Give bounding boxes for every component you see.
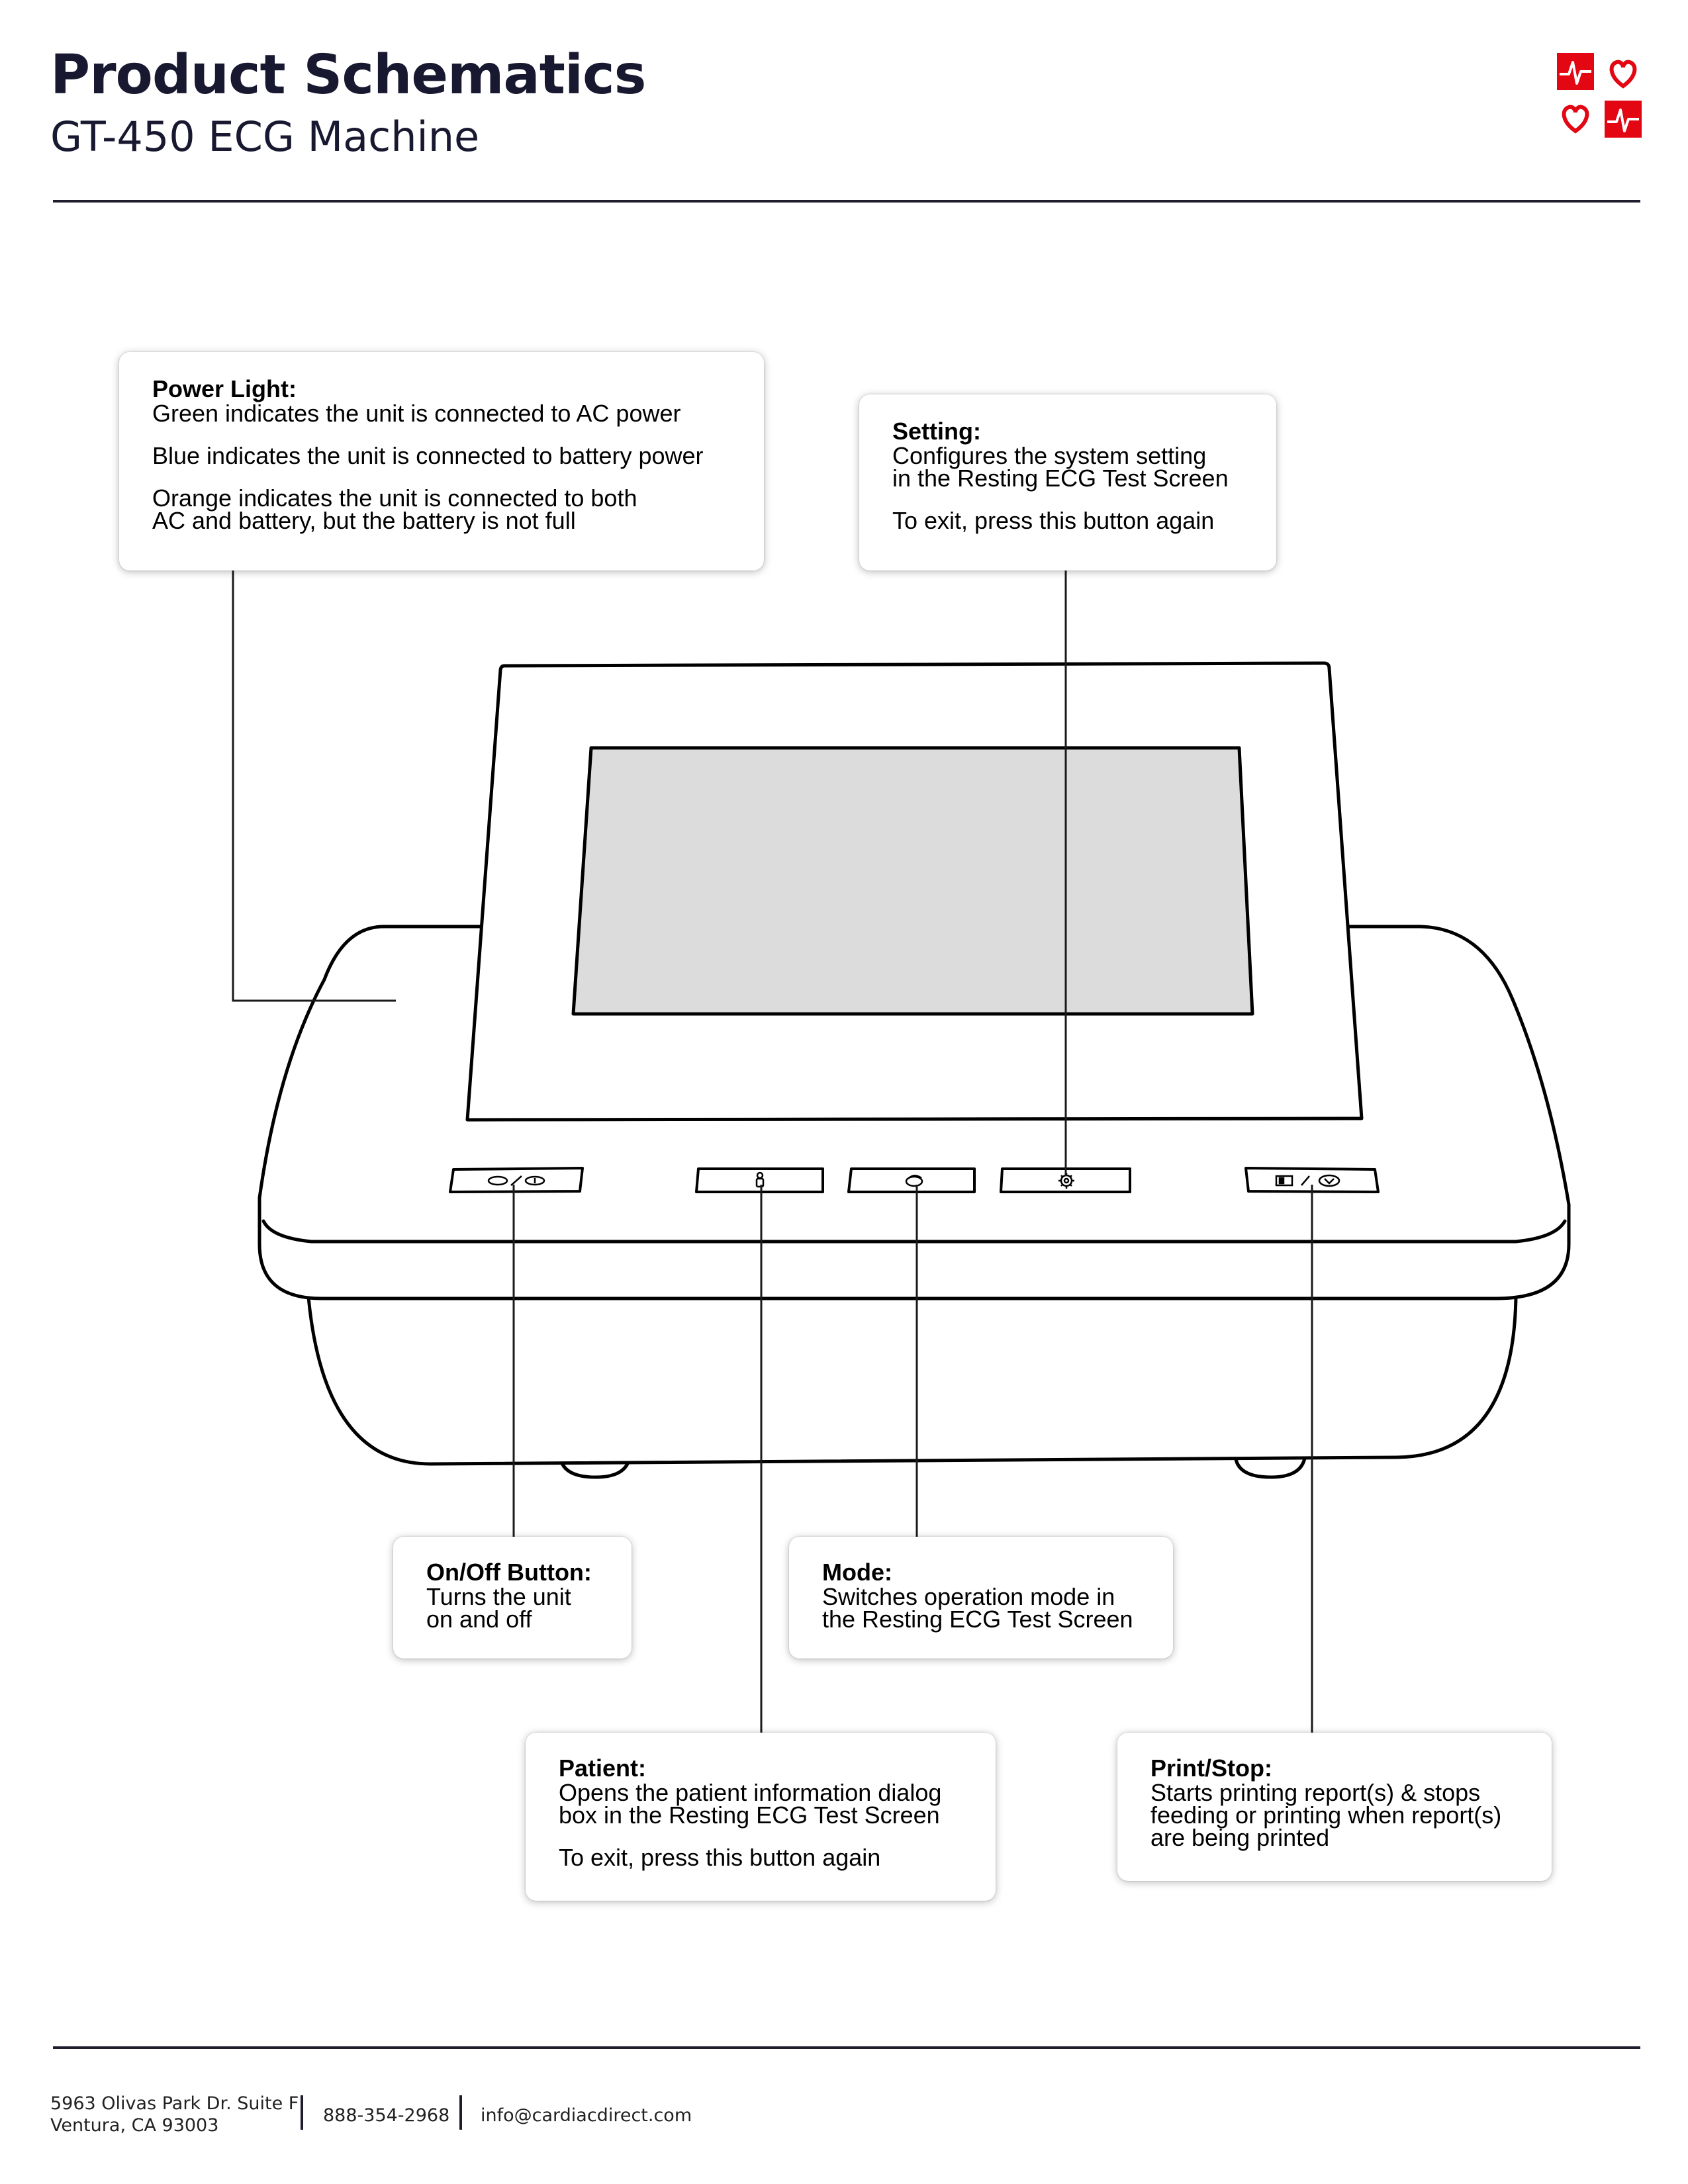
- footer-email-link[interactable]: info@cardiacdirect.com: [481, 2105, 692, 2126]
- callout-line: Orange indicates the unit is connected t…: [152, 484, 637, 512]
- power-toggle-icon: [487, 1175, 545, 1186]
- callout-line: To exit, press this button again: [559, 1844, 881, 1871]
- callout-setting: Setting: Configures the system setting i…: [859, 394, 1276, 570]
- callout-line: are being printed: [1150, 1824, 1330, 1851]
- person-icon: [755, 1171, 765, 1188]
- callout-print-stop: Print/Stop: Starts printing report(s) & …: [1117, 1733, 1552, 1881]
- setting-button: [1000, 1167, 1131, 1193]
- callout-heading: Power Light:: [152, 375, 297, 402]
- callout-line: Switches operation mode in: [822, 1583, 1115, 1610]
- callout-power-light: Power Light: Green indicates the unit is…: [119, 352, 764, 570]
- address-line-1: 5963 Olivas Park Dr. Suite F: [50, 2093, 299, 2114]
- callout-line: Opens the patient information dialog: [559, 1779, 942, 1806]
- callout-line: To exit, press this button again: [892, 507, 1215, 534]
- footer-phone[interactable]: 888-354-2968: [323, 2105, 450, 2126]
- callout-line: box in the Resting ECG Test Screen: [559, 1801, 940, 1829]
- callout-line: in the Resting ECG Test Screen: [892, 465, 1229, 492]
- callout-line: the Resting ECG Test Screen: [822, 1606, 1133, 1633]
- print-stop-icon: [1275, 1174, 1340, 1187]
- mode-button: [847, 1167, 976, 1193]
- heart-ecg-logo-icon: [1557, 53, 1642, 138]
- header-divider: [53, 200, 1640, 203]
- address-line-2: Ventura, CA 93003: [50, 2115, 219, 2136]
- device-lower-body: [306, 1295, 1518, 1466]
- footer-separator: [301, 2095, 303, 2130]
- footer-divider: [53, 2046, 1640, 2049]
- callout-heading: Setting:: [892, 418, 981, 445]
- patient-button: [695, 1167, 824, 1193]
- callout-heading: Mode:: [822, 1559, 892, 1586]
- callout-heading: Print/Stop:: [1150, 1754, 1272, 1782]
- callout-line: Starts printing report(s) & stops: [1150, 1779, 1481, 1806]
- callout-patient: Patient: Opens the patient information d…: [526, 1733, 996, 1901]
- callout-line: AC and battery, but the battery is not f…: [152, 507, 576, 534]
- callout-line: Green indicates the unit is connected to…: [152, 400, 681, 427]
- device-screen: [571, 746, 1254, 1016]
- callout-on-off-button: On/Off Button: Turns the unit on and off: [393, 1537, 632, 1659]
- callout-line: Turns the unit: [426, 1583, 571, 1610]
- callout-heading: Patient:: [559, 1754, 647, 1782]
- callout-line: Configures the system setting: [892, 442, 1207, 469]
- page-title: Product Schematics: [50, 44, 646, 107]
- footer-address: 5963 Olivas Park Dr. Suite F Ventura, CA…: [50, 2093, 299, 2136]
- callout-mode: Mode: Switches operation mode in the Res…: [789, 1537, 1173, 1659]
- callout-line: feeding or printing when report(s): [1150, 1801, 1502, 1829]
- callout-line: on and off: [426, 1606, 532, 1633]
- callout-line: Blue indicates the unit is connected to …: [152, 442, 704, 469]
- page-subtitle: GT-450 ECG Machine: [50, 113, 480, 161]
- leader-power-light: [232, 568, 396, 1002]
- footer-separator: [459, 2095, 462, 2130]
- callout-heading: On/Off Button:: [426, 1559, 592, 1586]
- mode-icon: [905, 1175, 923, 1187]
